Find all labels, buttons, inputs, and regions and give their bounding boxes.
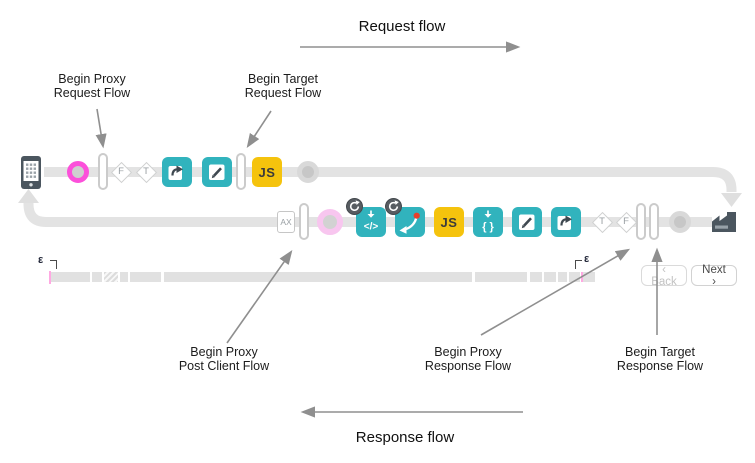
epsilon-right-bracket — [575, 260, 582, 269]
condition-diamond-true[interactable]: T — [591, 211, 613, 233]
callout-line: Begin Target — [625, 345, 695, 359]
timeline-segment — [569, 272, 580, 282]
timeline-start-tick — [49, 271, 51, 284]
code-icon: </> — [364, 210, 379, 233]
diamond-letter: F — [118, 166, 124, 177]
analytics-marker[interactable]: AX — [277, 211, 295, 233]
timeline-segment — [558, 272, 567, 282]
pencil-icon — [209, 164, 225, 180]
braces-policy-icon[interactable]: { } — [473, 207, 503, 237]
client-phone-icon — [21, 156, 41, 189]
refresh-badge-icon — [385, 198, 402, 215]
begin-proxy-response-label: Begin Proxy Response Flow — [403, 345, 533, 373]
back-button[interactable]: ‹ Back — [641, 264, 687, 288]
pencil-policy-icon[interactable] — [512, 207, 542, 237]
timeline-segment — [530, 272, 542, 282]
begin-target-response-label: Begin Target Response Flow — [595, 345, 725, 373]
backend-factory-icon — [712, 212, 736, 232]
condition-diamond-false[interactable]: F — [615, 211, 637, 233]
callout-line: Begin Proxy — [190, 345, 258, 359]
callout-line: Post Client Flow — [178, 358, 270, 373]
pencil-policy-icon[interactable] — [202, 157, 232, 187]
request-segment-end-circle[interactable] — [297, 161, 319, 183]
pencil-icon — [519, 214, 535, 230]
begin-proxy-post-client-arrow — [226, 250, 293, 344]
diamond-letter: T — [599, 216, 605, 227]
share-arrow-icon — [168, 165, 183, 180]
callout-line: Begin Proxy — [58, 72, 126, 86]
target-response-flow-marker-pill[interactable] — [649, 203, 659, 240]
proxy-response-flow-marker-pill[interactable] — [636, 203, 646, 240]
target-request-flow-marker-pill[interactable] — [236, 153, 246, 190]
timeline-segment — [475, 272, 527, 282]
timeline-segment — [92, 272, 102, 282]
share-arrow-icon — [557, 215, 572, 230]
condition-diamond-true[interactable]: T — [135, 161, 157, 183]
callout-line: Response Flow — [616, 358, 704, 373]
timeline-end-tick — [581, 272, 583, 282]
diamond-letter: F — [623, 216, 629, 227]
begin-proxy-request-label: Begin Proxy Request Flow — [27, 72, 157, 100]
js-policy-icon[interactable]: JS — [252, 157, 282, 187]
response-start-circle[interactable] — [317, 209, 343, 235]
epsilon-right-label: ε — [584, 253, 590, 265]
begin-proxy-post-client-label: Begin Proxy Post Client Flow — [159, 345, 289, 373]
condition-diamond-false[interactable]: F — [110, 161, 132, 183]
svg-text:{ }: { } — [482, 221, 494, 233]
code-policy-icon[interactable]: </> — [356, 207, 386, 237]
begin-proxy-response-arrow — [480, 248, 631, 336]
response-flow-heading: Response flow — [355, 429, 455, 446]
share-arrow-policy-icon[interactable] — [162, 157, 192, 187]
share-arrow-policy-icon[interactable] — [551, 207, 581, 237]
next-button[interactable]: Next › — [691, 264, 737, 288]
ax-label: AX — [280, 217, 292, 227]
epsilon-left-bracket — [50, 260, 57, 269]
request-flow-heading: Request flow — [358, 18, 446, 35]
callout-line: Begin Proxy — [434, 345, 502, 359]
timeline-segment — [51, 272, 90, 282]
route-arrow-icon — [399, 212, 420, 234]
timeline-segment — [130, 272, 161, 282]
js-label: JS — [258, 164, 276, 180]
timeline-segment — [544, 272, 556, 282]
response-track-arrowhead — [18, 189, 39, 203]
svg-text:</>: </> — [364, 222, 379, 233]
route-policy-icon[interactable] — [395, 207, 425, 237]
begin-target-request-arrow — [246, 110, 272, 149]
post-client-flow-marker-pill[interactable] — [299, 203, 309, 240]
js-label: JS — [440, 214, 458, 230]
proxy-request-flow-marker-pill[interactable] — [98, 153, 108, 190]
callout-line: Request Flow — [244, 85, 322, 100]
timeline-segment — [120, 272, 128, 282]
proxy-request-start-circle[interactable] — [67, 161, 89, 183]
braces-icon: { } — [482, 210, 495, 233]
red-dot — [413, 212, 420, 219]
timeline-segment — [164, 272, 472, 282]
refresh-badge-icon — [346, 198, 363, 215]
callout-line: Response Flow — [424, 358, 512, 373]
epsilon-left-label: ε — [38, 254, 44, 266]
timeline-segment — [583, 272, 595, 282]
js-policy-icon[interactable]: JS — [434, 207, 464, 237]
response-segment-end-circle[interactable] — [669, 211, 691, 233]
diamond-letter: T — [143, 166, 149, 177]
timeline-segment-hatched — [104, 272, 118, 282]
begin-proxy-request-arrow — [95, 108, 107, 149]
callout-line: Request Flow — [53, 85, 131, 100]
begin-target-request-label: Begin Target Request Flow — [218, 72, 348, 100]
callout-line: Begin Target — [248, 72, 318, 86]
